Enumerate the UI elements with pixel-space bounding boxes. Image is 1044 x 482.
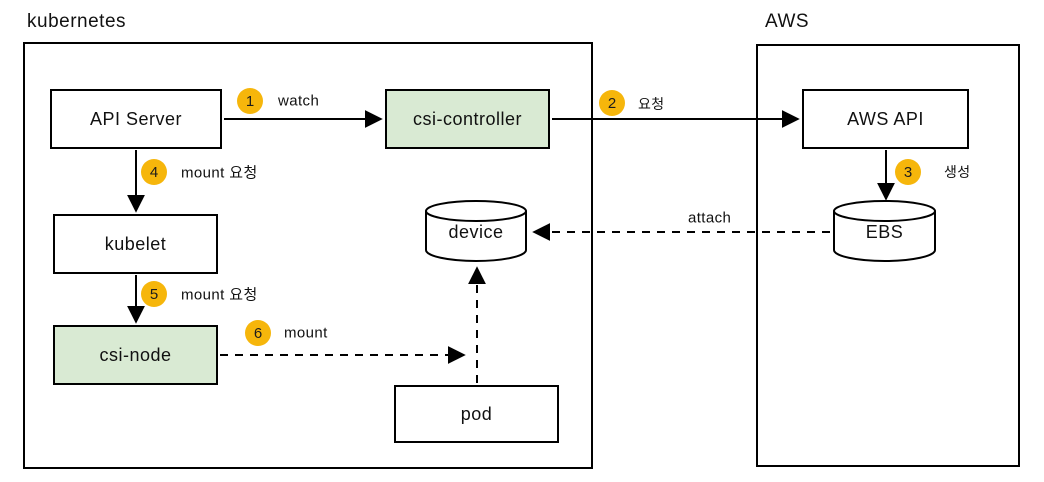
aws-group-box	[756, 44, 1020, 467]
kubernetes-group-box	[23, 42, 593, 469]
edge-label-watch: watch	[278, 92, 320, 110]
node-csi-node: csi-node	[53, 325, 218, 385]
edge-label-mount-req-2: mount 요청	[181, 286, 258, 304]
step-badge-4: 4	[141, 159, 167, 185]
node-kubelet: kubelet	[53, 214, 218, 274]
edge-label-attach: attach	[688, 209, 732, 227]
edge-label-mount: mount	[284, 324, 328, 342]
node-device: device	[424, 199, 528, 263]
edge-label-request: 요청	[638, 96, 665, 112]
edge-label-mount-req-1: mount 요청	[181, 164, 258, 182]
step-badge-2: 2	[599, 90, 625, 116]
node-csi-node-label: csi-node	[99, 344, 172, 365]
node-pod: pod	[394, 385, 559, 443]
node-device-label: device	[448, 222, 504, 243]
node-ebs: EBS	[832, 199, 937, 263]
step-badge-5: 5	[141, 281, 167, 307]
node-ebs-label: EBS	[865, 222, 904, 243]
node-aws-api-label: AWS API	[847, 108, 924, 129]
device-cylinder-shape	[425, 200, 527, 262]
node-api-server-label: API Server	[89, 108, 183, 129]
node-csi-controller: csi-controller	[385, 89, 550, 149]
node-pod-label: pod	[460, 403, 493, 424]
aws-group-label: AWS	[765, 11, 810, 32]
node-api-server: API Server	[50, 89, 222, 149]
node-aws-api: AWS API	[802, 89, 969, 149]
node-kubelet-label: kubelet	[104, 233, 167, 254]
edge-label-create: 생성	[944, 164, 971, 180]
step-badge-6: 6	[245, 320, 271, 346]
step-badge-3: 3	[895, 159, 921, 185]
ebs-cylinder-shape	[833, 200, 936, 262]
kubernetes-group-label: kubernetes	[27, 11, 127, 32]
step-badge-1: 1	[237, 88, 263, 114]
node-csi-controller-label: csi-controller	[412, 108, 523, 129]
